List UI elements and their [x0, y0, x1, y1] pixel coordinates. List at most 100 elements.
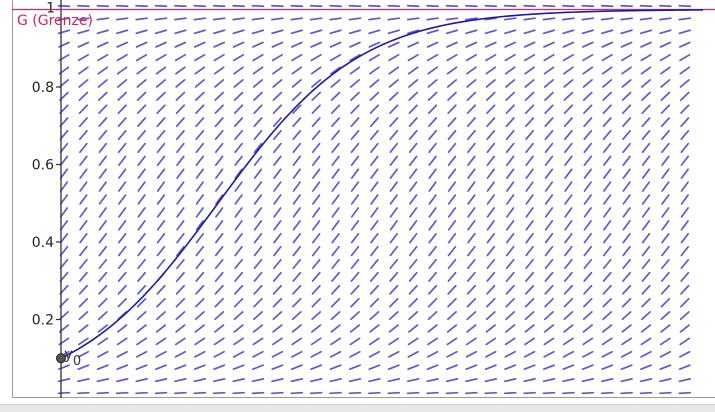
slope-mark — [349, 337, 361, 346]
slope-mark — [484, 41, 497, 48]
slope-mark — [581, 29, 594, 35]
slope-mark — [640, 324, 652, 333]
slope-mark — [486, 194, 495, 205]
slope-mark — [59, 220, 69, 231]
slope-mark — [427, 104, 438, 115]
slope-mark — [544, 297, 554, 308]
slope-mark — [156, 297, 166, 308]
slope-mark — [195, 258, 205, 270]
slope-mark — [503, 378, 517, 383]
slope-mark — [428, 220, 437, 231]
slope-mark — [311, 324, 322, 333]
slope-mark — [329, 391, 342, 395]
slope-mark — [639, 29, 653, 35]
slope-mark — [350, 91, 360, 101]
slope-mark — [387, 41, 400, 48]
slope-mark — [135, 364, 148, 371]
slope-mark — [542, 378, 556, 383]
slope-mark — [639, 391, 653, 395]
slope-mark — [503, 17, 517, 21]
slope-mark — [466, 104, 477, 115]
slope-mark — [447, 142, 457, 154]
slope-mark — [97, 66, 109, 75]
slope-mark — [117, 79, 128, 88]
slope-mark — [117, 258, 127, 270]
slope-mark — [291, 53, 303, 62]
slope-mark — [98, 258, 108, 270]
slope-mark — [215, 232, 224, 244]
slope-mark — [252, 324, 264, 333]
y-ticks: 0.20.40.60.81 — [32, 1, 61, 329]
slope-mark — [661, 232, 670, 244]
slope-mark — [78, 284, 88, 295]
slope-mark — [406, 17, 420, 21]
slope-mark — [78, 91, 89, 101]
slope-mark — [350, 129, 360, 141]
slope-mark — [193, 378, 207, 383]
slope-mark — [447, 271, 457, 282]
slope-mark — [350, 245, 360, 257]
slope-mark — [234, 232, 243, 244]
slope-mark — [661, 142, 670, 154]
slope-mark — [428, 168, 437, 179]
slope-mark — [389, 129, 399, 141]
slope-mark — [620, 378, 633, 383]
slope-mark — [118, 207, 127, 218]
slope-mark — [195, 194, 204, 205]
slope-mark — [467, 245, 476, 257]
slope-mark — [485, 79, 496, 88]
initial-point[interactable] — [56, 353, 66, 364]
slope-mark — [77, 350, 90, 358]
slope-mark — [603, 168, 612, 179]
slope-mark — [505, 91, 516, 101]
slope-mark — [331, 129, 340, 141]
slope-mark — [601, 41, 614, 48]
slope-mark — [447, 91, 457, 101]
slope-mark — [290, 391, 304, 395]
slope-mark — [408, 155, 418, 166]
slope-mark — [583, 297, 593, 308]
slope-mark — [312, 168, 321, 179]
slope-mark — [350, 220, 360, 231]
slope-mark — [156, 220, 166, 231]
y-tick-label: 0.2 — [32, 313, 54, 329]
slope-mark — [525, 271, 535, 282]
slope-mark — [602, 104, 612, 115]
slope-mark — [79, 258, 88, 270]
slope-mark — [544, 181, 554, 192]
slope-mark — [156, 168, 166, 179]
slope-mark — [156, 104, 166, 115]
slope-mark — [155, 53, 167, 62]
slope-mark — [137, 284, 147, 295]
slope-mark — [603, 181, 612, 192]
slope-mark — [194, 350, 206, 358]
slope-mark — [409, 181, 418, 192]
slope-mark — [349, 79, 361, 88]
slope-mark — [59, 168, 69, 179]
slope-mark — [312, 194, 321, 205]
slope-mark — [660, 66, 671, 75]
slope-mark — [116, 41, 129, 48]
slope-mark — [212, 17, 226, 21]
slope-mark — [466, 311, 477, 321]
slope-mark — [156, 311, 166, 321]
slope-mark — [195, 117, 205, 128]
slope-mark — [583, 232, 592, 244]
slope-mark — [620, 17, 633, 21]
slope-mark — [252, 337, 264, 346]
slope-mark — [583, 207, 592, 218]
slope-mark — [291, 337, 303, 346]
slope-mark — [680, 117, 690, 128]
slope-mark — [176, 194, 185, 205]
slope-mark — [428, 207, 437, 218]
slope-mark — [155, 364, 167, 371]
slope-mark — [291, 66, 303, 75]
slope-mark — [135, 378, 148, 383]
slope-mark — [407, 364, 420, 371]
slope-mark — [252, 41, 264, 48]
slope-mark — [213, 350, 225, 358]
slope-mark — [621, 337, 633, 346]
slope-mark — [544, 258, 554, 270]
slope-mark — [98, 284, 108, 295]
slope-mark — [78, 324, 89, 333]
